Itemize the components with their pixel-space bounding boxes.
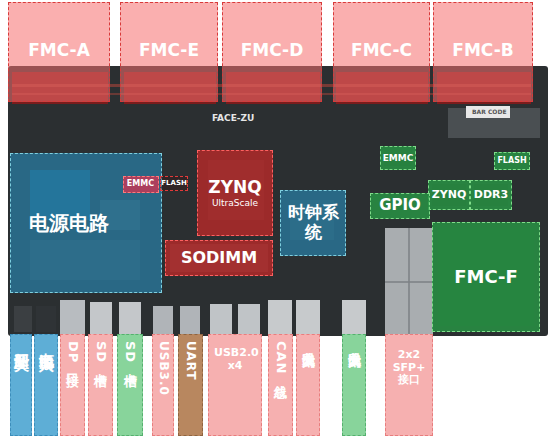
- port-label: CAN总线: [268, 334, 293, 436]
- ethernet-port: [296, 300, 320, 334]
- soc-box: ZYNQUltraScale: [197, 150, 273, 236]
- node-label: FMC-E: [139, 41, 199, 61]
- can-port: [268, 300, 292, 334]
- usb3-port: [153, 306, 173, 334]
- node-label: DP接口: [65, 341, 80, 365]
- node-label: FLASH: [161, 179, 187, 187]
- dp-port: [60, 300, 85, 334]
- node-label: FMC-F: [454, 267, 518, 288]
- port-label: USB2.0 x4: [208, 334, 262, 436]
- ethernet-port: [342, 300, 366, 334]
- node-label: 船型开关: [12, 341, 29, 345]
- port-label: USB3.0: [152, 334, 174, 436]
- ddr3-box: DDR3: [470, 180, 512, 210]
- node-label: USB3.0: [156, 341, 170, 396]
- power-circuit-region: 电源电路 EMMC: [10, 153, 162, 293]
- m2-slot: [448, 108, 540, 138]
- node-label: 电源电路: [29, 212, 109, 235]
- barcode-sticker: [466, 106, 510, 118]
- node-label: FMC-C: [351, 41, 412, 61]
- power-jack: [36, 306, 56, 332]
- emmc-box: EMMC: [380, 146, 416, 170]
- port-label: UART: [178, 334, 203, 436]
- node-label: FMC-B: [452, 41, 513, 61]
- usb2-port: [210, 304, 232, 334]
- port-label: 千兆以太网: [342, 334, 366, 436]
- fmc-connector-box: FMC-B: [433, 2, 533, 102]
- node-label: SD卡槽: [93, 341, 108, 365]
- node-label: 电源输入: [37, 341, 54, 345]
- barcode-text: BAR CODE: [472, 108, 507, 115]
- fmc-connector-box: FMC-E: [120, 2, 218, 102]
- fmc-connector-box: FMC-F: [432, 222, 540, 332]
- node-label: USB2.0 x4: [214, 347, 256, 372]
- node-label: SODIMM: [181, 249, 257, 267]
- node-label: SD卡槽: [123, 341, 138, 365]
- node-label: DDR3: [474, 189, 508, 202]
- uart-port: [180, 306, 200, 334]
- node-label: CAN总线: [273, 341, 288, 376]
- node-label: UART: [184, 341, 198, 381]
- node-label: FMC-D: [241, 41, 304, 61]
- board-silkscreen: FACE-ZU: [212, 113, 254, 123]
- port-label: 电源输入: [34, 334, 58, 436]
- sodimm-box: SODIMM: [165, 240, 273, 276]
- soc-box: ZYNQ: [428, 180, 470, 210]
- sfp-cage: [385, 228, 433, 336]
- fmc-connector-box: FMC-C: [333, 2, 430, 102]
- node-label: FLASH: [497, 156, 526, 165]
- node-label: 时钟系统: [281, 203, 345, 242]
- emmc-box: EMMC: [123, 176, 159, 193]
- flash-box: FLASH: [160, 176, 188, 191]
- sfp-divider: [385, 281, 433, 283]
- rocker-switch: [14, 306, 32, 332]
- sd-slot: [119, 302, 141, 334]
- node-label: GPIO: [379, 197, 421, 214]
- node-label: ZYNQ: [432, 189, 467, 202]
- port-label: 千兆以太网: [296, 334, 320, 436]
- port-label: 2x2 SFP+ 接口: [385, 334, 433, 436]
- node-label: ZYNQ: [208, 178, 261, 198]
- node-label: FMC-A: [28, 41, 90, 61]
- port-label: DP接口: [60, 334, 85, 436]
- node-label: UltraScale: [212, 198, 258, 208]
- flash-box: FLASH: [494, 152, 530, 170]
- node-label: 千兆以太网: [301, 341, 316, 346]
- clock-system-box: 时钟系统: [280, 190, 346, 256]
- gpio-box: GPIO: [370, 193, 430, 219]
- usb2-port: [238, 304, 260, 334]
- node-label: EMMC: [127, 179, 154, 188]
- node-label: 2x2 SFP+ 接口: [391, 349, 427, 387]
- node-label: 千兆以太网: [347, 341, 362, 346]
- sd-slot: [90, 302, 112, 334]
- pcb-board: [8, 66, 548, 336]
- port-label: SD卡槽: [117, 334, 143, 436]
- port-label: SD卡槽: [88, 334, 113, 436]
- fmc-connector-box: FMC-A: [8, 2, 110, 102]
- node-label: EMMC: [383, 153, 414, 163]
- port-label: 船型开关: [10, 334, 32, 436]
- fmc-connector-box: FMC-D: [222, 2, 322, 102]
